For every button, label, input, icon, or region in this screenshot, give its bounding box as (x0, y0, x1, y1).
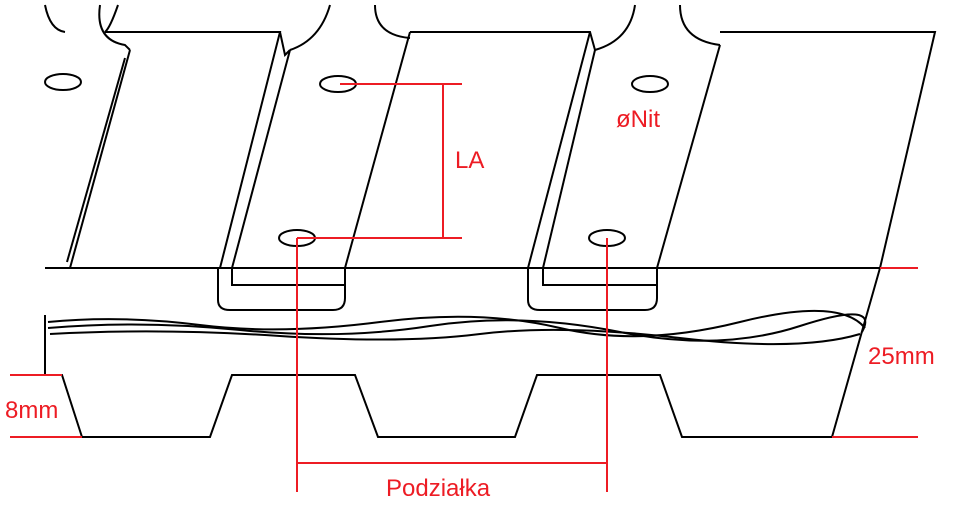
plate (344, 31, 411, 269)
rivet-hole (631, 75, 669, 93)
plate (720, 31, 937, 269)
plate-edge (279, 31, 291, 58)
link-loop (527, 268, 658, 311)
belt-outline (44, 4, 937, 438)
belt-seam (47, 309, 866, 338)
pitch-label: Podziałka (386, 475, 491, 502)
link-loop (231, 268, 345, 286)
link-edge (98, 4, 131, 51)
plate (231, 49, 291, 269)
plate (105, 31, 282, 269)
dimension-lines (10, 83, 918, 492)
la-label: LA (455, 147, 484, 174)
plate-edge (69, 49, 131, 269)
belt-seam (49, 328, 861, 346)
link-edge (104, 4, 119, 33)
plate-edge (66, 57, 126, 263)
rivet-hole (44, 73, 82, 91)
link-loop (542, 268, 657, 286)
link-edge (374, 4, 411, 39)
belt-seam (47, 313, 867, 342)
plate (527, 31, 591, 269)
link-loop (217, 268, 346, 311)
rivet-diameter-label: øNit (616, 106, 660, 133)
link-edge (289, 4, 331, 51)
link-edge (594, 4, 636, 51)
link-edge (679, 4, 721, 46)
plate (410, 31, 596, 51)
plate (542, 49, 596, 269)
link-edge (44, 4, 66, 33)
total-height-label: 25mm (868, 343, 935, 370)
tooth-height-label: 8mm (5, 397, 58, 424)
belt-teeth-profile (44, 267, 881, 438)
plate (656, 44, 721, 269)
